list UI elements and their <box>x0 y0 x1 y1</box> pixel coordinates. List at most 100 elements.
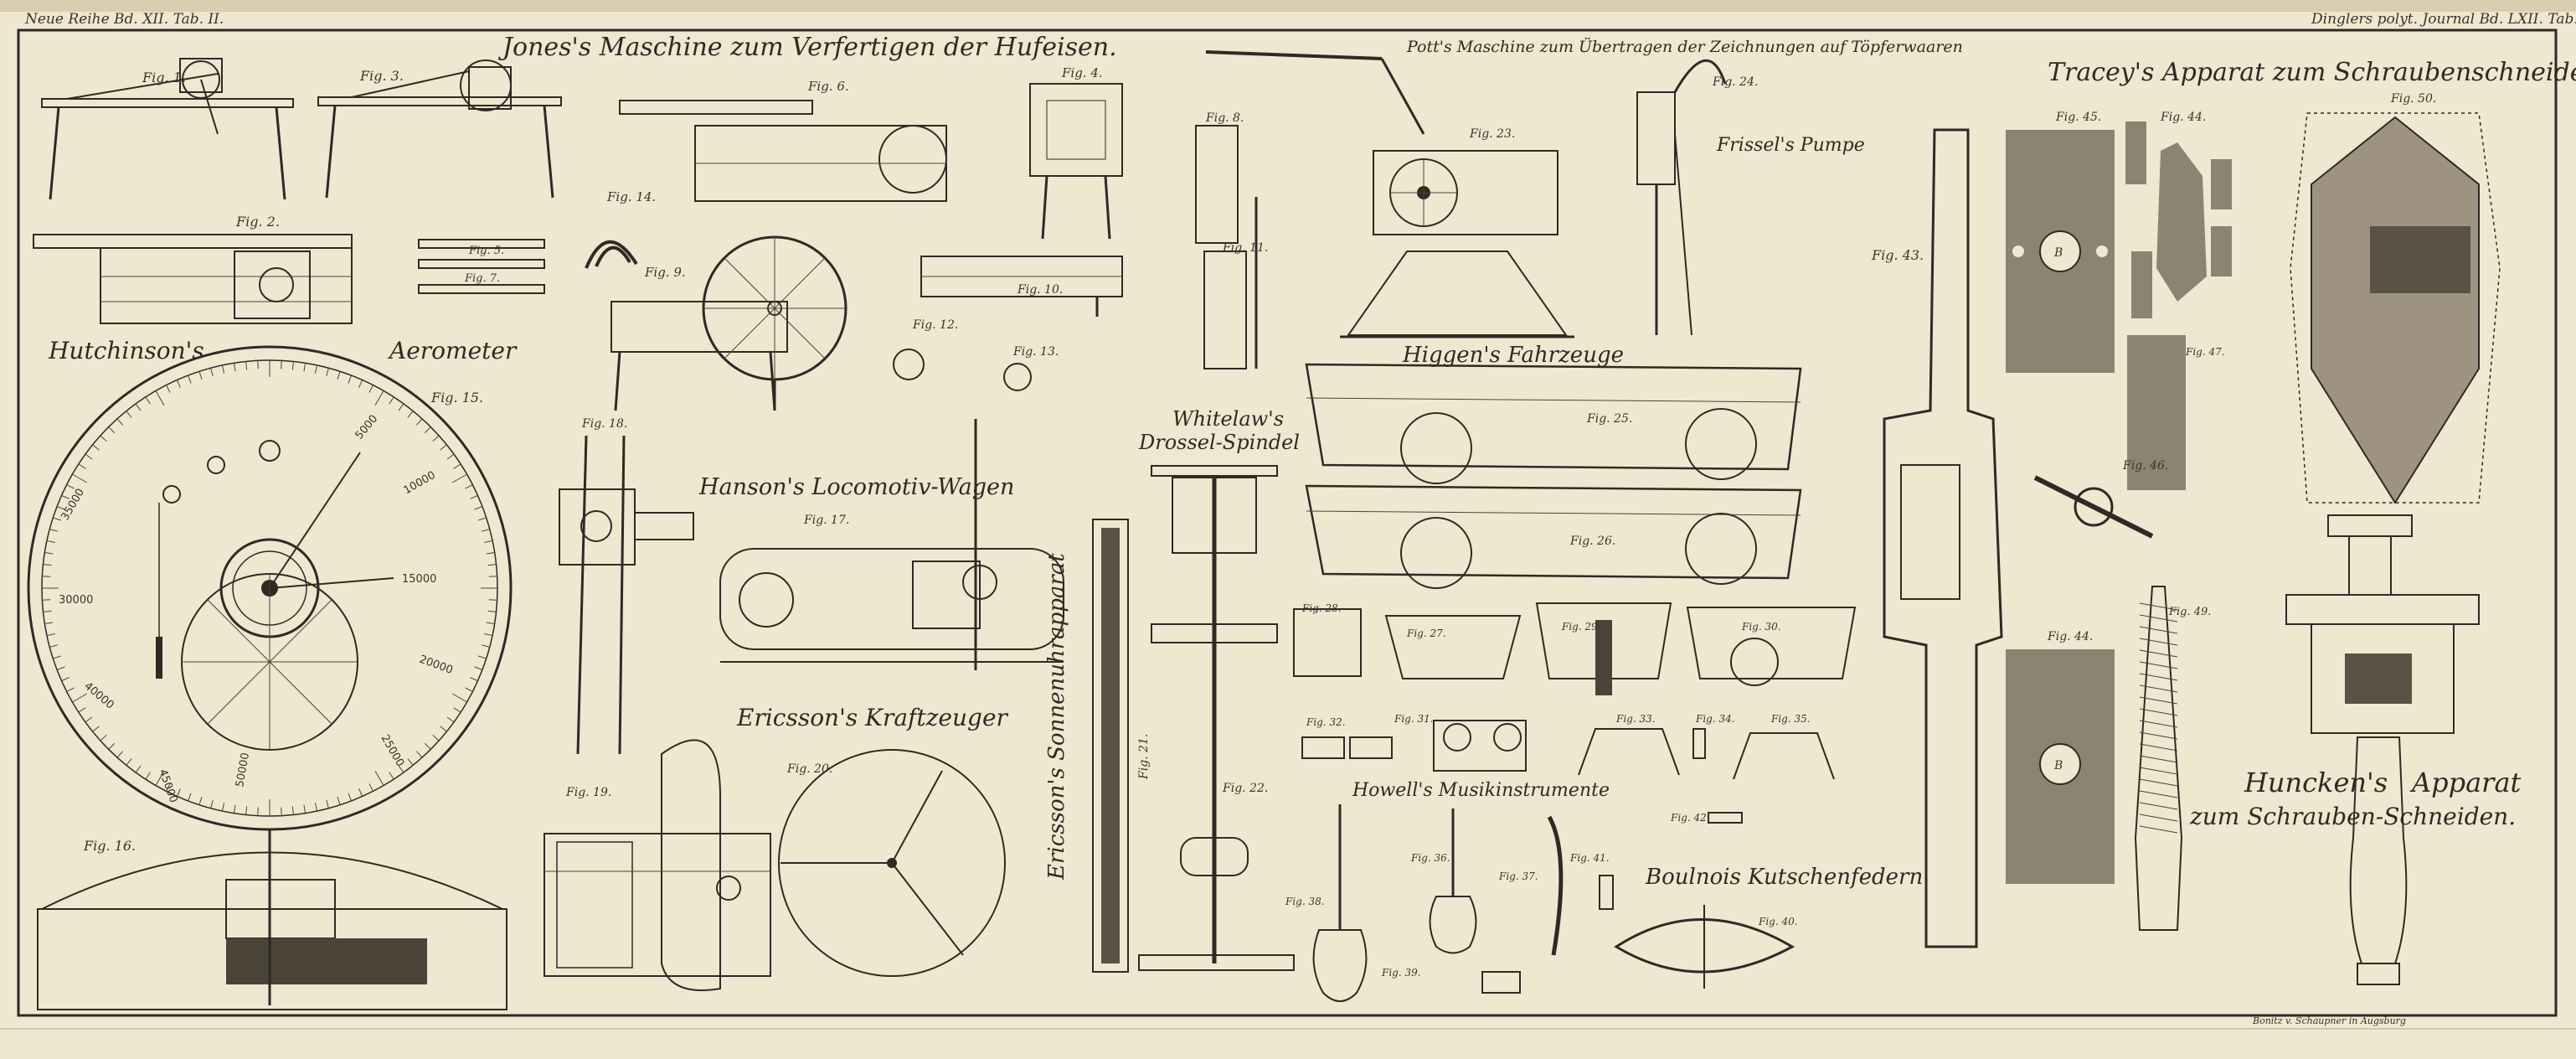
svg-text:Fig. 44.: Fig. 44. <box>2160 111 2206 124</box>
dial-tick <box>176 788 181 797</box>
dial-tick <box>453 707 461 713</box>
svg-text:Fig. 28.: Fig. 28. <box>1301 602 1342 614</box>
svg-text:Fig. 37.: Fig. 37. <box>1498 870 1538 882</box>
dial-tick <box>100 734 107 741</box>
screw-thread <box>2139 602 2178 611</box>
dial-tick <box>42 576 51 577</box>
svg-text:Fig. 44.: Fig. 44. <box>2047 630 2093 643</box>
dial-tick <box>314 803 318 812</box>
title-higgin: Higgen's Fahrzeuge <box>1402 343 1624 368</box>
screw-thread <box>2139 649 2178 658</box>
tracey-fig45: B Fig. 45. <box>2006 111 2115 373</box>
dial-tick <box>303 363 307 372</box>
dial-tick <box>446 453 455 460</box>
svg-text:Fig. 24.: Fig. 24. <box>1712 75 1758 89</box>
jones-fig4: Fig. 4. <box>1029 65 1123 240</box>
svg-text:Fig. 34.: Fig. 34. <box>1695 713 1735 725</box>
jones-fig1-3: Fig. 1. Fig. 3. <box>41 58 562 200</box>
svg-text:Fig. 15.: Fig. 15. <box>430 390 483 406</box>
dial-tick <box>451 693 467 703</box>
dial-tick <box>484 633 493 637</box>
dial-tick <box>474 506 483 510</box>
dial-tick <box>368 385 374 393</box>
dial-tick <box>487 610 497 612</box>
svg-text:Fig. 31.: Fig. 31. <box>1394 713 1434 725</box>
title-boulnois: Boulnois Kutschenfedern <box>1645 865 1923 890</box>
tracey-fig50: Fig. 50. <box>2290 92 2501 504</box>
title-hutchinson-a: Hutchinson's <box>48 337 204 364</box>
dial-tick <box>337 371 341 380</box>
dial-tick <box>407 411 414 418</box>
svg-text:Fig. 17.: Fig. 17. <box>803 514 849 527</box>
howell-figs-31-35: Fig. 32. Fig. 31. Fig. 33. Fig. 34. Fig.… <box>1301 713 1835 780</box>
pott-fig23: Fig. 23. <box>1205 50 1574 338</box>
dial-tick <box>465 484 473 489</box>
jones-fig10: Fig. 10. <box>920 256 1123 317</box>
header-left: Neue Reihe Bd. XII. Tab. II. <box>24 11 224 28</box>
dial-tick <box>188 793 192 802</box>
dial-tick <box>481 644 490 648</box>
dial-tick <box>257 360 259 369</box>
jones-figs-8-11-12-13: Fig. 8. Fig. 11. Fig. 12. Fig. 13. <box>893 111 1268 391</box>
dial-tick <box>108 426 116 434</box>
dial-tick <box>451 473 467 483</box>
dial-tick <box>116 751 124 758</box>
screw-thread <box>2139 814 2178 822</box>
dial-tick <box>432 435 440 442</box>
title-frissel: Frissel's Pumpe <box>1716 135 1865 156</box>
screw-thread <box>2139 802 2178 810</box>
svg-text:20000: 20000 <box>418 653 455 677</box>
howell-instruments: Fig. 38. Fig. 36. Fig. 37. Fig. 39. Fig.… <box>1285 804 1743 1002</box>
ericsson-fig21: Fig. 21. <box>1092 519 1151 973</box>
dial-tick <box>198 797 203 805</box>
dial-tick <box>145 772 151 780</box>
dial-tick <box>43 610 52 612</box>
svg-text:Fig. 14.: Fig. 14. <box>606 189 656 204</box>
dial-tick <box>61 677 70 682</box>
dial-tick <box>166 385 171 393</box>
svg-text:Fig. 32.: Fig. 32. <box>1306 716 1346 728</box>
dial-tick <box>49 529 59 532</box>
dial-tick <box>389 772 394 780</box>
dial-tick <box>478 655 487 659</box>
dial-tick <box>46 540 55 544</box>
hanson-fig18: Fig. 18. <box>559 417 694 755</box>
svg-text:Fig. 29.: Fig. 29. <box>1561 621 1601 633</box>
svg-text:Fig. 40.: Fig. 40. <box>1758 916 1798 927</box>
dial-tick <box>326 368 329 377</box>
svg-text:Fig. 46.: Fig. 46. <box>2122 459 2168 473</box>
dial-tick <box>424 426 431 434</box>
dial-tick <box>166 783 171 792</box>
screw-thread <box>2139 638 2178 646</box>
svg-text:Fig. 25.: Fig. 25. <box>1586 412 1632 426</box>
hutchinson-fig16: Fig. 16. <box>37 829 507 1010</box>
title-hanson: Hanson's Locomotiv-Wagen <box>698 474 1014 500</box>
svg-text:Fig. 26.: Fig. 26. <box>1569 535 1615 548</box>
dial-tick <box>291 361 294 370</box>
dial-tick <box>368 783 374 792</box>
dial-tick <box>135 765 142 773</box>
dial-tick <box>486 622 495 625</box>
dial-tick <box>155 390 165 406</box>
dial-tick <box>85 716 93 723</box>
tracey-fig44-upper: Fig. 44. Fig. 47. <box>2125 111 2232 490</box>
dial-tick <box>126 758 132 766</box>
dial-tick <box>221 364 225 374</box>
title-huncken-b: Apparat <box>2409 767 2522 798</box>
dial-tick <box>326 799 329 808</box>
dial-tick <box>72 473 88 483</box>
dial-tick <box>66 687 75 692</box>
screw-thread <box>2139 731 2178 740</box>
dial-tick <box>56 666 65 670</box>
dial-tick <box>85 453 93 460</box>
dial-tick <box>486 551 495 555</box>
dial-tick <box>155 770 165 786</box>
screw-thread <box>2139 684 2178 693</box>
dial-tick <box>470 494 478 499</box>
dial-tick <box>432 734 440 741</box>
jones-fig6: Fig. 6. <box>619 79 947 202</box>
dial-tick <box>245 361 248 370</box>
dial-tick <box>474 666 483 670</box>
